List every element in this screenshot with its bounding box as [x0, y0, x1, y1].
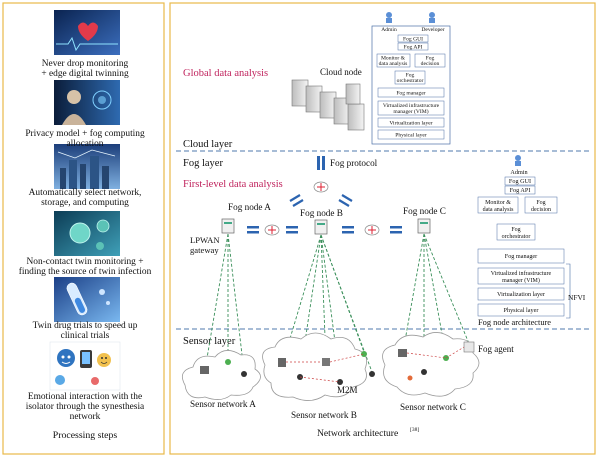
fog-virtualization: Virtualization layer [497, 291, 545, 298]
step-5-label-line-1: Twin drug trials to speed up [33, 321, 138, 331]
fog-node-c-label: Fog node C [403, 206, 446, 216]
sensor-devices [200, 341, 475, 385]
global-data-analysis-label: Global data analysis [183, 68, 268, 79]
fog-api: Fog API [510, 187, 531, 194]
nfvi-label: NFVI [568, 293, 586, 302]
admin-icon [386, 12, 392, 23]
step-4-label-line-2: finding the source of twin infection [19, 266, 152, 277]
sensor-network-b-label: Sensor network B [291, 410, 357, 420]
lpwan-gateway-line-1: LPWAN [190, 235, 220, 245]
fog-vim-line-1: Virtualized infrastructure [491, 270, 552, 277]
step-6-label-line-3: network [70, 412, 101, 422]
fog-protocol-icon [317, 156, 325, 170]
fog-node-b-device [314, 219, 328, 235]
person-hologram-image [54, 80, 120, 125]
router-icon [313, 181, 329, 193]
fog-node-b-label: Fog node B [300, 208, 343, 218]
m2m-label: M2M [337, 385, 358, 395]
step-2-label-line-1: Privacy model + fog computing [25, 128, 145, 139]
fog-link-marks [289, 194, 353, 207]
network-architecture-ref: [38] [410, 427, 419, 433]
fog-node-a-label: Fog node A [228, 202, 271, 212]
test-tube-image [54, 277, 120, 322]
fog-physical: Physical layer [504, 307, 539, 314]
sensor-network-clouds [181, 332, 480, 401]
fog-layer-label: Fog layer [183, 158, 223, 169]
cloud-fog-api: Fog API [404, 45, 423, 51]
fog-vim-line-2: manager (VIM) [502, 277, 540, 284]
fog-manager: Fog manager [505, 253, 537, 260]
cloud-fog-manager: Fog manager [396, 91, 425, 97]
step-5-label-line-2: clinical trials [61, 331, 110, 341]
heart-monitor-image [54, 10, 120, 55]
step-6-label-line-1: Emotional interaction with the [28, 392, 142, 402]
cloud-orchestrator-line-1: Fog [406, 73, 415, 79]
fog-monitor-line-2: data analysis [483, 207, 514, 213]
cloud-orchestrator-line-2: orchestrator [397, 78, 424, 84]
step-3-label-line-1: Automatically select network, [29, 188, 142, 198]
network-architecture-caption: Network architecture [317, 428, 398, 439]
step-1-label-line-2: + edge digital twinning [41, 69, 129, 79]
step-6-label-line-2: isolator through the synesthesia [26, 402, 145, 412]
fog-admin-icon [515, 155, 521, 166]
cloud-server-cluster [291, 79, 365, 131]
processing-steps-caption: Processing steps [53, 430, 118, 441]
lpwan-gateway-line-2: gateway [190, 245, 219, 255]
cloud-fog-gui: Fog GUI [403, 37, 423, 43]
cloud-node-architecture: Admin Developer Fog GUI Fog API Monitor … [371, 12, 451, 145]
city-network-image [54, 144, 120, 189]
fog-decision-line-2: decision [531, 207, 551, 213]
m2m-links [286, 346, 465, 383]
fog-gui: Fog GUI [509, 178, 531, 185]
cloud-layer-label: Cloud layer [183, 139, 233, 150]
cloud-admin-label: Admin [381, 27, 397, 33]
emotion-avatar-image [49, 341, 121, 391]
step-3-label-line-2: storage, and computing [41, 198, 129, 208]
fog-interconnect-links [247, 224, 402, 236]
cloud-monitor-line-1: Monitor & [381, 56, 406, 62]
fog-orchestrator-line-1: Fog [511, 227, 520, 233]
sensor-network-c-label: Sensor network C [400, 402, 466, 412]
fog-monitor-line-1: Monitor & [485, 200, 511, 206]
fog-admin-label: Admin [510, 169, 527, 176]
virus-image [54, 211, 120, 256]
fog-protocol-label: Fog protocol [330, 158, 378, 168]
step-1-label-line-1: Never drop monitoring [42, 59, 129, 69]
cloud-decision-line-2: decision [421, 61, 440, 67]
cloud-virtualization: Virtualization layer [389, 121, 432, 127]
step-2-label-line-2: allocation [67, 139, 104, 149]
fog-orchestrator-line-2: orchestrator [502, 234, 531, 240]
fog-node-a-device [221, 218, 235, 234]
fog-decision-line-1: Fog [536, 200, 545, 206]
fog-node-architecture-label: Fog node architecture [478, 318, 551, 327]
fog-node-architecture: Admin Fog GUI Fog API Monitor & data ana… [477, 155, 571, 319]
first-level-data-analysis-label: First-level data analysis [183, 179, 283, 190]
cloud-decision-line-1: Fog [426, 56, 435, 62]
sensor-layer-label: Sensor layer [183, 336, 236, 347]
cloud-monitor-line-2: data analysis [379, 61, 408, 67]
cloud-physical: Physical layer [395, 133, 427, 139]
step-4-label-line-1: Non-contact twin monitoring + [27, 257, 144, 267]
sensor-network-a-label: Sensor network A [190, 399, 256, 409]
cloud-node-label: Cloud node [320, 67, 362, 77]
fog-node-c-device [417, 218, 431, 234]
developer-icon [429, 12, 435, 23]
fog-agent-label: Fog agent [478, 344, 514, 354]
cloud-vim-line-1: Virtualized infrastructure [383, 102, 440, 109]
cloud-developer-label: Developer [421, 27, 444, 33]
cloud-vim-line-2: manager (VIM) [393, 108, 428, 115]
